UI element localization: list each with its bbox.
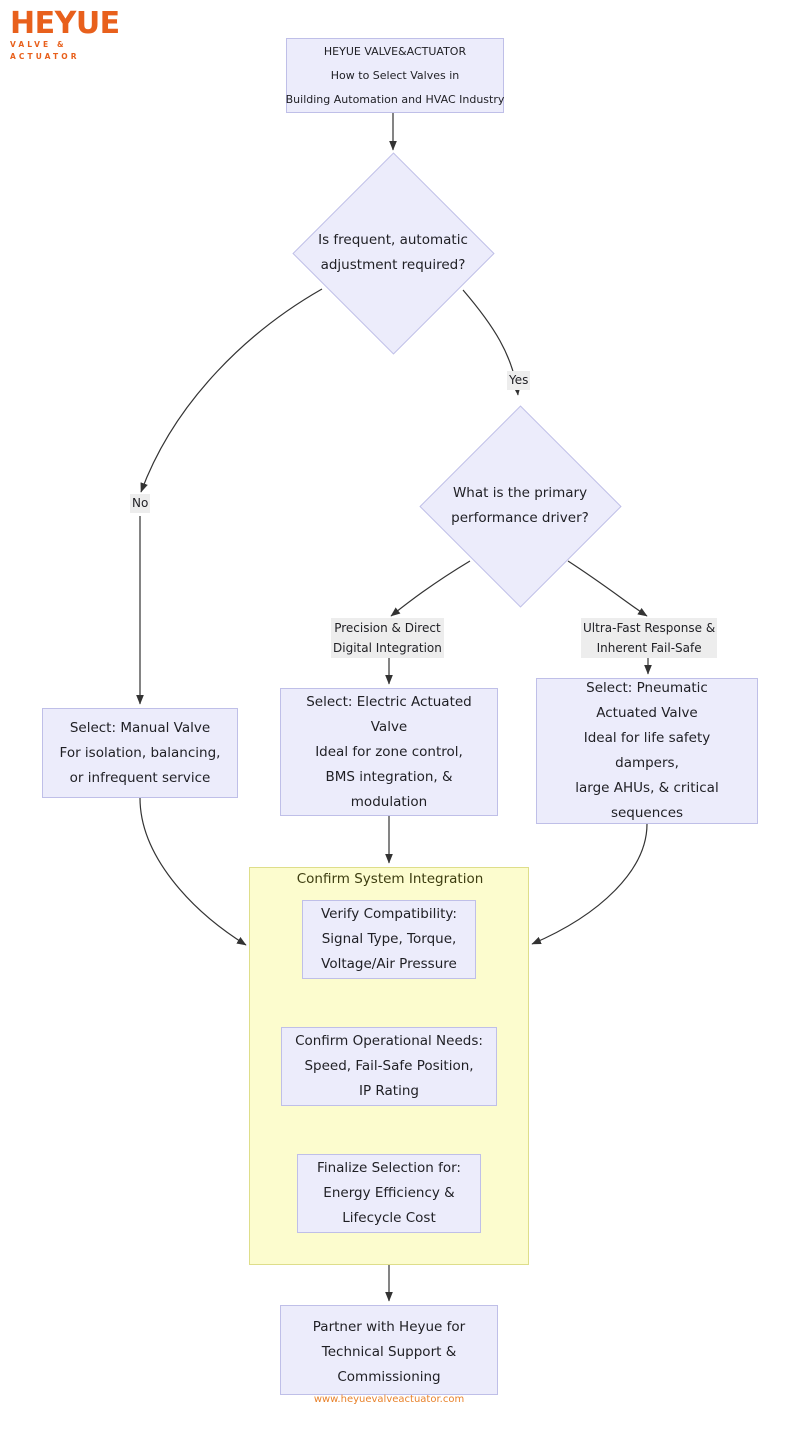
pneumatic-line5: large AHUs, & critical	[575, 780, 719, 796]
node-title-line1: HEYUE VALVE&ACTUATOR	[323, 44, 467, 58]
operational-line1: Confirm Operational Needs:	[295, 1033, 483, 1049]
company-logo: HEYUE VALVE & ACTUATOR	[10, 8, 140, 63]
pneumatic-line2: Actuated Valve	[596, 705, 698, 721]
partner-line2: Technical Support &	[321, 1344, 457, 1360]
partner-website-url[interactable]: www.heyuevalveactuator.com	[313, 1394, 465, 1405]
edge-label-ultrafast-line1: Ultra-Fast Response &	[583, 621, 716, 635]
electric-line4: BMS integration, &	[325, 768, 453, 785]
decision1-line1: Is frequent, automatic	[318, 232, 468, 248]
edge-label-precision: Precision & Direct Digital Integration	[331, 618, 444, 658]
partner-line3: Commissioning	[337, 1369, 441, 1385]
verify-line2: Signal Type, Torque,	[321, 931, 457, 947]
node-select-manual-valve[interactable]: Select: Manual Valve For isolation, bala…	[42, 708, 238, 798]
edge-pneumatic-to-subgraph	[531, 823, 648, 945]
finalize-line3: Lifecycle Cost	[342, 1210, 436, 1226]
partner-line1: Partner with Heyue for	[312, 1319, 466, 1335]
decision1-line2: adjustment required?	[320, 257, 466, 273]
node-confirm-operational-needs[interactable]: Confirm Operational Needs: Speed, Fail-S…	[281, 1027, 497, 1106]
node-title-line3: Building Automation and HVAC Industry	[285, 92, 505, 106]
electric-line1: Select: Electric Actuated	[306, 693, 472, 710]
edge-label-yes: Yes	[507, 371, 531, 390]
decision-performance-driver[interactable]: What is the primary performance driver?	[418, 404, 622, 608]
decision-performance-driver-label: What is the primary performance driver?	[419, 405, 621, 607]
finalize-line1: Finalize Selection for:	[317, 1160, 461, 1176]
decision2-line1: What is the primary	[452, 485, 588, 501]
edge-label-precision-line1: Precision & Direct	[334, 621, 441, 635]
electric-line2: Valve	[370, 718, 408, 735]
pneumatic-line4: dampers,	[615, 755, 679, 771]
node-title-line2: How to Select Valves in	[330, 68, 460, 82]
operational-line2: Speed, Fail-Safe Position,	[304, 1058, 474, 1074]
subgraph-title: Confirm System Integration	[296, 871, 484, 887]
manual-line3: or infrequent service	[69, 769, 211, 786]
edge-label-ultrafast: Ultra-Fast Response & Inherent Fail-Safe	[581, 618, 718, 658]
node-finalize-selection[interactable]: Finalize Selection for: Energy Efficienc…	[297, 1154, 481, 1233]
decision2-line2: performance driver?	[451, 510, 589, 526]
electric-line3: Ideal for zone control,	[315, 743, 463, 760]
edge-label-ultrafast-line2: Inherent Fail-Safe	[596, 641, 702, 655]
manual-line1: Select: Manual Valve	[69, 719, 211, 736]
edge-label-precision-line2: Digital Integration	[333, 641, 442, 655]
node-select-electric-actuated-valve[interactable]: Select: Electric Actuated Valve Ideal fo…	[280, 688, 498, 816]
pneumatic-line1: Select: Pneumatic	[586, 680, 708, 696]
edge-label-no: No	[130, 494, 151, 513]
edge-manual-to-subgraph	[139, 797, 247, 946]
node-select-pneumatic-actuated-valve[interactable]: Select: Pneumatic Actuated Valve Ideal f…	[536, 678, 758, 824]
operational-line3: IP Rating	[359, 1083, 419, 1099]
pneumatic-line3: Ideal for life safety	[583, 730, 711, 746]
decision-frequent-adjustment-label: Is frequent, automatic adjustment requir…	[292, 152, 494, 354]
manual-line2: For isolation, balancing,	[59, 744, 221, 761]
node-verify-compatibility[interactable]: Verify Compatibility: Signal Type, Torqu…	[302, 900, 476, 979]
logo-tagline-text: VALVE & ACTUATOR	[10, 40, 80, 61]
electric-line5: modulation	[350, 793, 428, 810]
node-partner-with-heyue[interactable]: Partner with Heyue for Technical Support…	[280, 1305, 498, 1405]
pneumatic-line6: sequences	[610, 805, 684, 821]
decision-frequent-adjustment[interactable]: Is frequent, automatic adjustment requir…	[291, 151, 495, 355]
verify-line3: Voltage/Air Pressure	[321, 956, 457, 972]
logo-brand-text: HEYUE	[10, 6, 120, 41]
verify-line1: Verify Compatibility:	[321, 906, 457, 922]
node-title[interactable]: HEYUE VALVE&ACTUATOR How to Select Valve…	[286, 38, 504, 113]
finalize-line2: Energy Efficiency &	[323, 1185, 455, 1201]
